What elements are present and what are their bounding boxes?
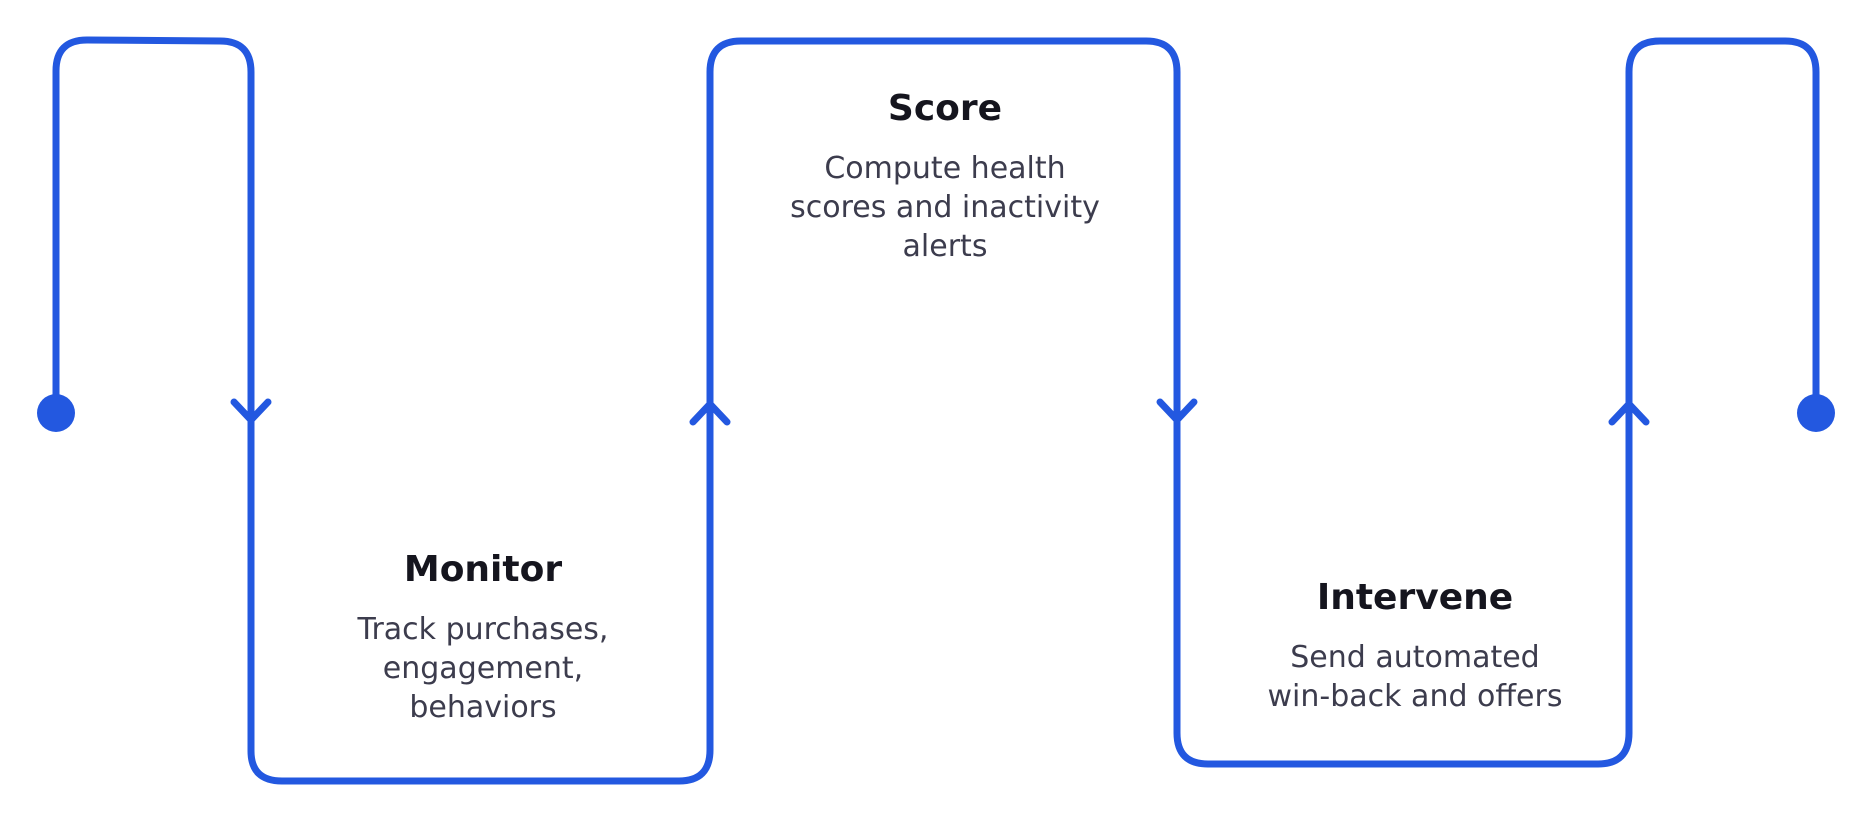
arrow-down-icon — [1156, 398, 1198, 424]
end-dot — [1797, 394, 1835, 432]
step-score: Score Compute health scores and inactivi… — [755, 87, 1135, 266]
arrow-up-icon — [1608, 400, 1650, 426]
step-title: Score — [887, 88, 1003, 129]
step-title: Monitor — [403, 549, 563, 590]
arrow-up-icon — [689, 400, 731, 426]
step-description: Track purchases, engagement, behaviors — [357, 612, 609, 725]
step-intervene: Intervene Send automated win-back and of… — [1225, 576, 1605, 716]
flow-path — [52, 36, 1820, 785]
step-description: Compute health scores and inactivity ale… — [790, 151, 1100, 264]
step-monitor: Monitor Track purchases, engagement, beh… — [300, 548, 666, 727]
step-title: Intervene — [1316, 577, 1514, 618]
arrow-down-icon — [230, 398, 272, 424]
step-description: Send automated win-back and offers — [1267, 640, 1563, 714]
start-dot — [37, 394, 75, 432]
